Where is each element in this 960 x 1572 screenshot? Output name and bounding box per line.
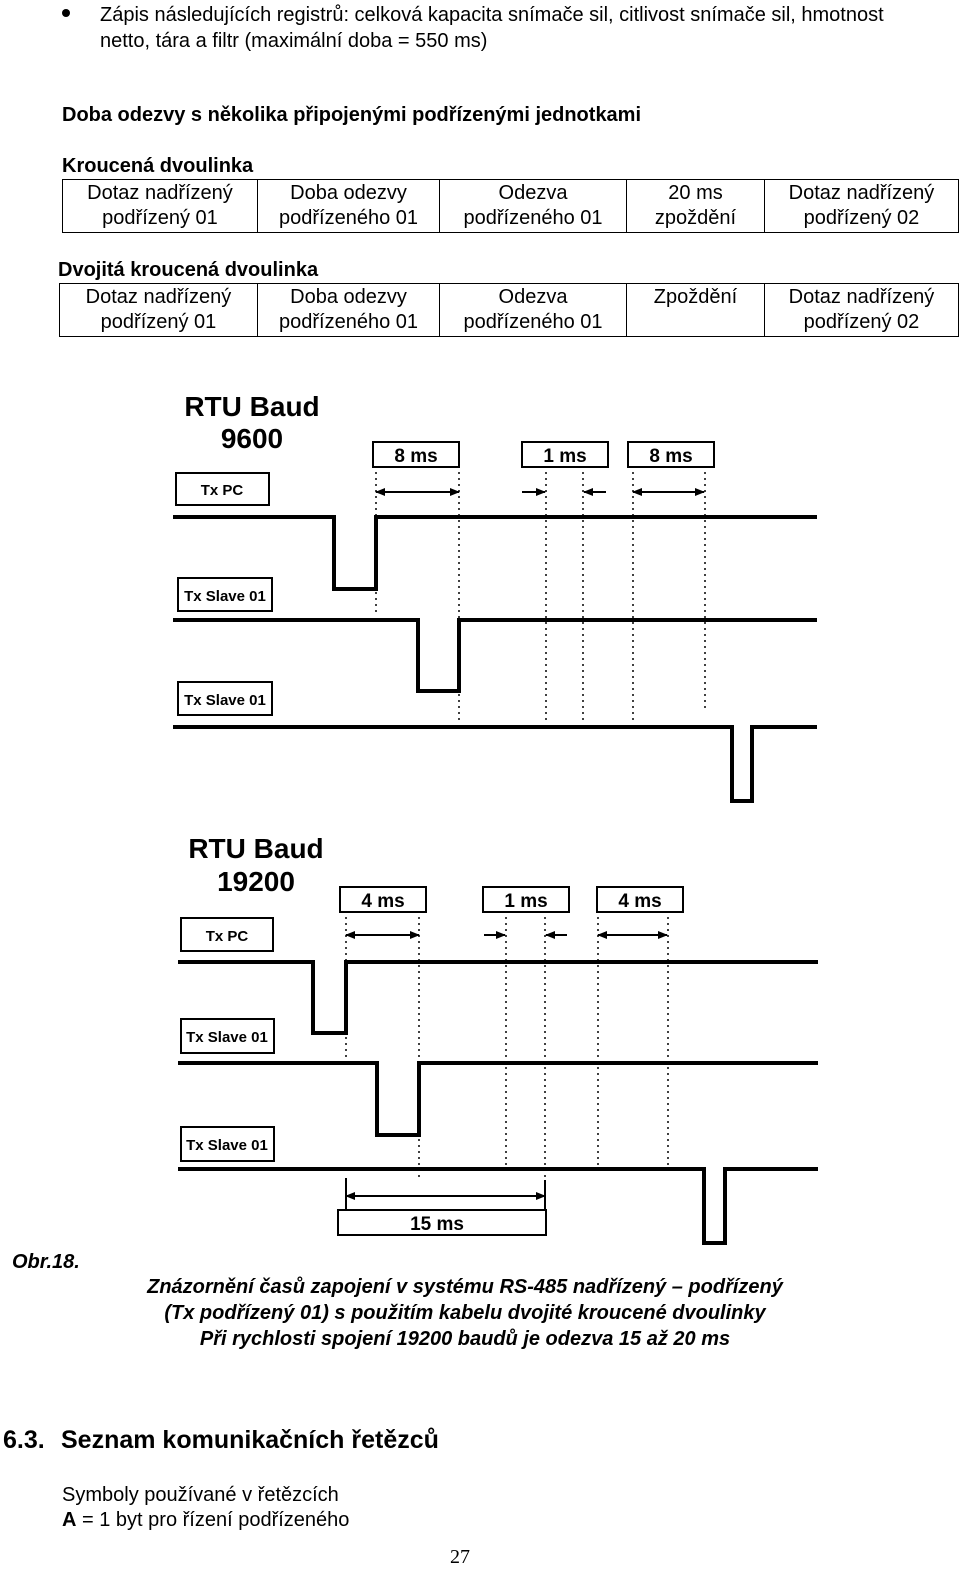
diagram2-title-line1: RTU Baud <box>188 833 323 864</box>
caption-line: (Tx podřízený 01) s použitím kabelu dvoj… <box>164 1302 766 1324</box>
interval-box <box>372 441 460 468</box>
table2-cell: Zpoždění <box>626 283 765 337</box>
interval-box <box>627 441 715 468</box>
page-number: 27 <box>450 1546 470 1568</box>
diagram2-title-line2: 19200 <box>217 866 295 897</box>
waveform-tx-slave <box>178 1167 818 1245</box>
symbol-description: = 1 byt pro řízení podřízeného <box>76 1509 350 1531</box>
diagram1-title-line1: RTU Baud <box>184 391 319 422</box>
caption-line: Znázornění časů zapojení v systému RS-48… <box>147 1276 783 1298</box>
interval-box <box>482 886 570 913</box>
diagram-9600: RTU Baud 9600 8 ms 1 ms 8 ms Tx <box>173 391 817 803</box>
table2-title: Dvojitá kroucená dvoulinka <box>58 259 319 281</box>
waveform-tx-slave <box>178 1061 818 1137</box>
interval-label: 8 ms <box>394 446 437 467</box>
total-box <box>337 1209 547 1236</box>
interval-label: 4 ms <box>361 891 404 912</box>
signal-label-box <box>180 917 274 952</box>
diagram-19200: RTU Baud 19200 4 ms 1 ms 4 ms Tx <box>178 833 818 1245</box>
signal-label-tx-pc: Tx PC <box>206 928 249 945</box>
section-number: 6.3. <box>3 1426 45 1454</box>
symbols-intro: Symboly používané v řetězcích <box>62 1484 339 1506</box>
waveform-tx-pc <box>173 515 817 591</box>
section-title: 6.3. Seznam komunikačních řetězců <box>3 1426 439 1455</box>
signal-label-tx-slave: Tx Slave 01 <box>184 588 266 605</box>
interval-label: 1 ms <box>504 891 547 912</box>
interval-label: 8 ms <box>649 446 692 467</box>
signal-label-box <box>177 681 273 716</box>
symbol-definition: A = 1 byt pro řízení podřízeného <box>62 1509 349 1532</box>
guide-lines <box>345 917 669 1180</box>
interval-label: 1 ms <box>543 446 586 467</box>
interval-box <box>339 886 427 913</box>
signal-label-tx-pc: Tx PC <box>201 482 244 499</box>
signal-label-box <box>175 472 270 506</box>
timing-diagrams: RTU Baud 9600 8 ms 1 ms 8 ms Tx <box>173 391 818 1245</box>
interval-box <box>596 886 684 913</box>
signal-label-box <box>177 577 273 612</box>
signal-label-box <box>180 1126 275 1162</box>
figure-caption: Znázornění časů zapojení v systému RS-48… <box>60 1274 870 1352</box>
interval-box <box>521 441 609 468</box>
figure-label: Obr.18. <box>12 1251 80 1273</box>
signal-label-tx-slave: Tx Slave 01 <box>184 692 266 709</box>
waveform-tx-slave <box>173 618 817 693</box>
caption-line: Při rychlosti spojení 19200 baudů je ode… <box>199 1328 731 1350</box>
symbol-key: A <box>62 1509 77 1531</box>
signal-label-tx-slave: Tx Slave 01 <box>186 1029 268 1046</box>
signal-label-box <box>180 1018 275 1054</box>
bullet-text: Zápis následujících registrů: celková ka… <box>100 4 884 52</box>
total-label: 15 ms <box>410 1214 464 1235</box>
waveform-tx-slave <box>173 725 817 803</box>
interval-label: 4 ms <box>618 891 661 912</box>
section-title-text: Seznam komunikačních řetězců <box>61 1426 439 1454</box>
table1-title: Kroucená dvoulinka <box>62 155 254 177</box>
signal-label-tx-slave: Tx Slave 01 <box>186 1137 268 1154</box>
diagram1-title-line2: 9600 <box>221 423 283 454</box>
waveform-tx-pc <box>178 960 818 1035</box>
guide-lines <box>375 472 706 720</box>
section-heading: Doba odezvy s několika připojenými podří… <box>62 104 642 126</box>
bullet-dot <box>62 9 70 17</box>
